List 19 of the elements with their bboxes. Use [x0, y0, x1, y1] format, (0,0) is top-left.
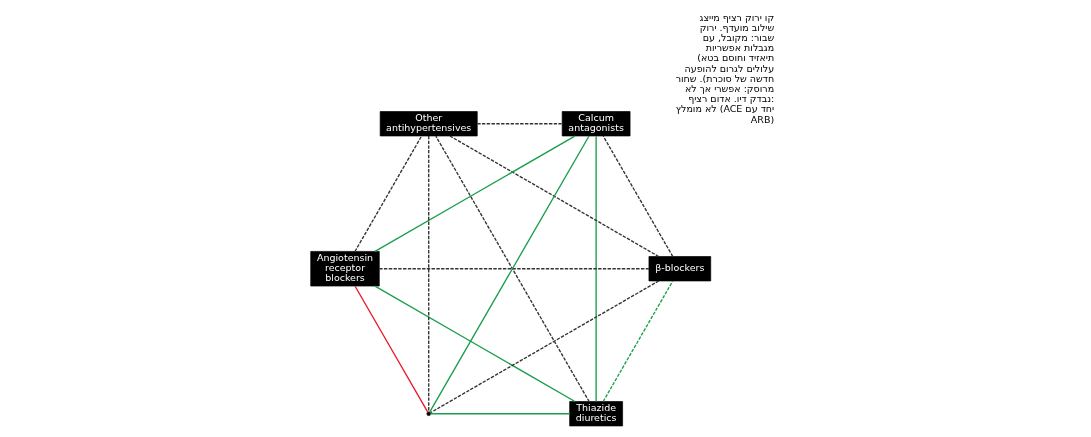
node-box: Calcum antagonists: [561, 111, 631, 137]
node-box: Thiazide diuretics: [569, 401, 623, 427]
node-box: β-blockers: [648, 256, 712, 282]
connector: [429, 280, 660, 414]
connector: [595, 135, 597, 403]
node-box: Angiotensin receptor blockers: [310, 251, 380, 287]
connector: [354, 285, 429, 413]
connector: [428, 135, 430, 413]
node-box: Other antihypertensives: [379, 111, 478, 137]
connector: [602, 280, 674, 403]
node-circle: [426, 411, 431, 416]
connector: [378, 268, 650, 270]
connector: [449, 135, 660, 258]
connector: [374, 285, 576, 403]
connector: [354, 135, 423, 252]
connector: [602, 135, 674, 258]
connector: [430, 413, 571, 415]
connector: [374, 135, 576, 253]
connector: [476, 123, 563, 125]
